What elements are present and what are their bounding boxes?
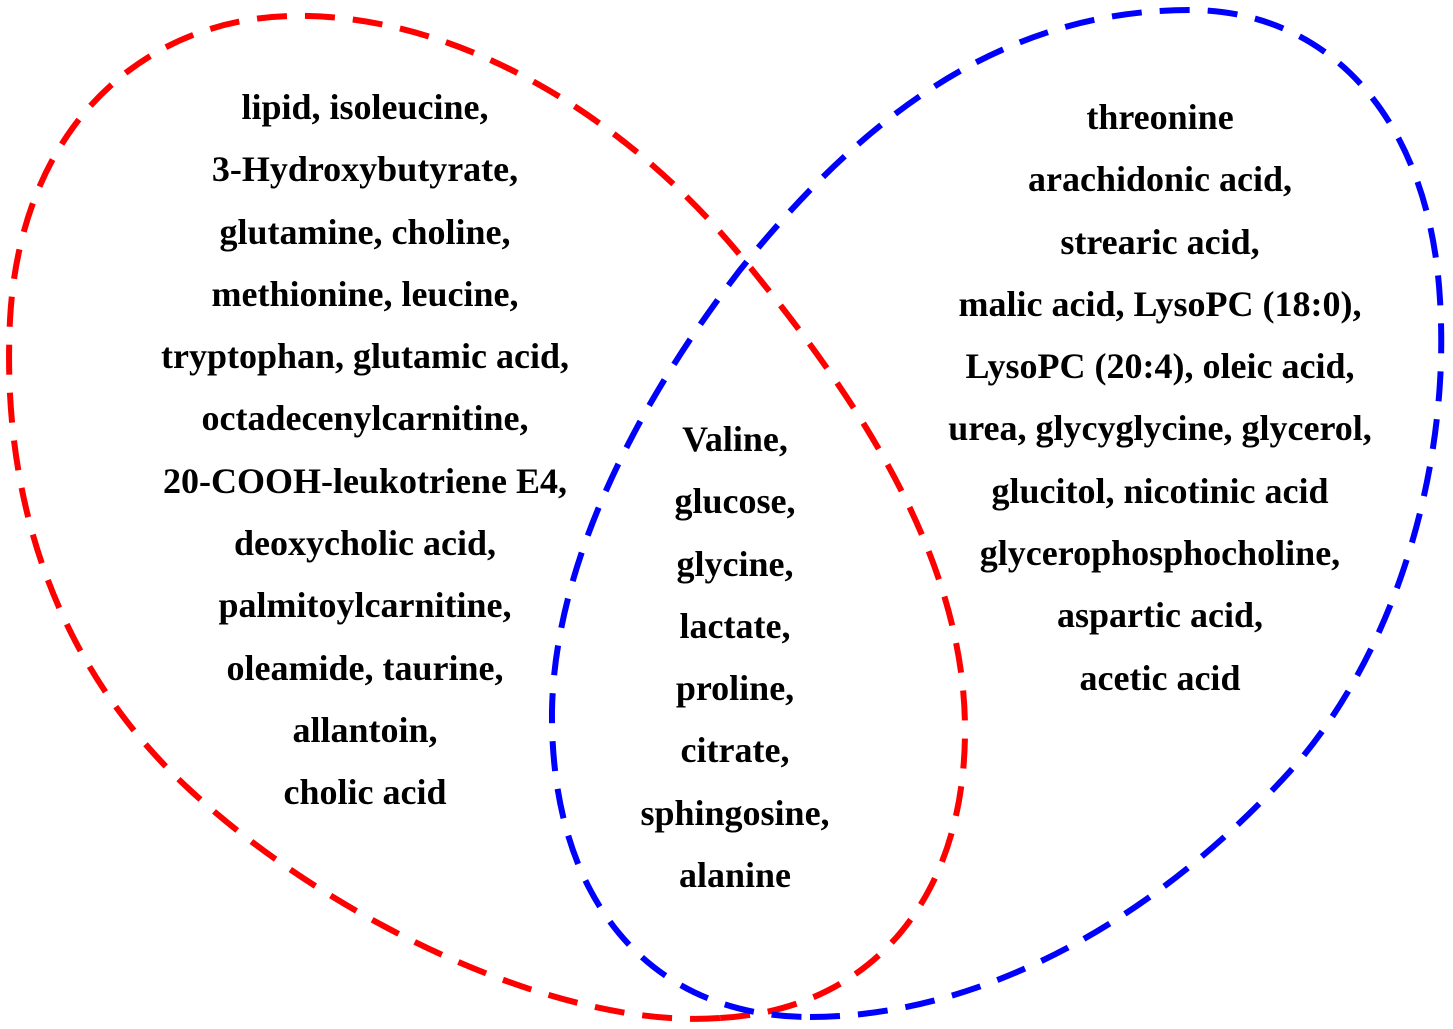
intersection-item: glucose, — [674, 481, 796, 522]
left-only-item: 3-Hydroxybutyrate, — [211, 149, 519, 190]
left-only-item: deoxycholic acid, — [234, 523, 496, 564]
intersection-item: sphingosine, — [640, 792, 830, 833]
intersection-item: citrate, — [680, 730, 790, 771]
right-only-item: glucitol, nicotinic acid — [991, 470, 1329, 511]
right-only-item: urea, glycyglycine, glycerol, — [948, 408, 1372, 449]
intersection-item: alanine — [678, 855, 792, 896]
left-only-item: oleamide, taurine, — [226, 647, 504, 688]
left-only-item: 20-COOH-leukotriene E4, — [163, 460, 567, 501]
right-only-list: threonine arachidonic acid, strearic acid,… — [900, 86, 1420, 709]
right-only-item: LysoPC (20:4), oleic acid, — [965, 346, 1355, 387]
left-only-list: lipid, isoleucine, 3-Hydroxybutyrate, glut… — [110, 76, 620, 824]
intersection-item: glycine, — [676, 543, 794, 584]
left-only-item: methionine, leucine, — [211, 273, 519, 314]
left-only-item: allantoin, — [292, 709, 438, 750]
intersection-item: Valine, — [682, 419, 788, 459]
intersection-item: proline, — [675, 668, 795, 709]
left-only-item: lipid, isoleucine, — [241, 87, 489, 127]
intersection-list: Valine, glucose, glycine, lactate, proline, c… — [620, 408, 850, 906]
right-only-item: threonine — [1086, 97, 1234, 137]
right-set-outline — [548, 6, 1445, 1021]
right-only-item: glycerophosphocholine, — [979, 533, 1341, 574]
right-only-item: acetic acid — [1079, 657, 1241, 698]
left-set-outline — [6, 12, 969, 1022]
left-only-item: glutamine, choline, — [219, 211, 511, 252]
left-only-item: palmitoylcarnitine, — [218, 585, 512, 626]
right-only-item: arachidonic acid, — [1027, 159, 1292, 200]
right-only-item: strearic acid, — [1060, 221, 1260, 262]
left-only-item: cholic acid — [283, 772, 447, 813]
left-only-item: tryptophan, glutamic acid, — [160, 336, 570, 377]
intersection-item: lactate, — [679, 605, 791, 646]
right-only-item: aspartic acid, — [1057, 595, 1263, 636]
right-only-item: malic acid, LysoPC (18:0), — [958, 283, 1362, 324]
left-only-item: octadecenylcarnitine, — [201, 398, 529, 439]
